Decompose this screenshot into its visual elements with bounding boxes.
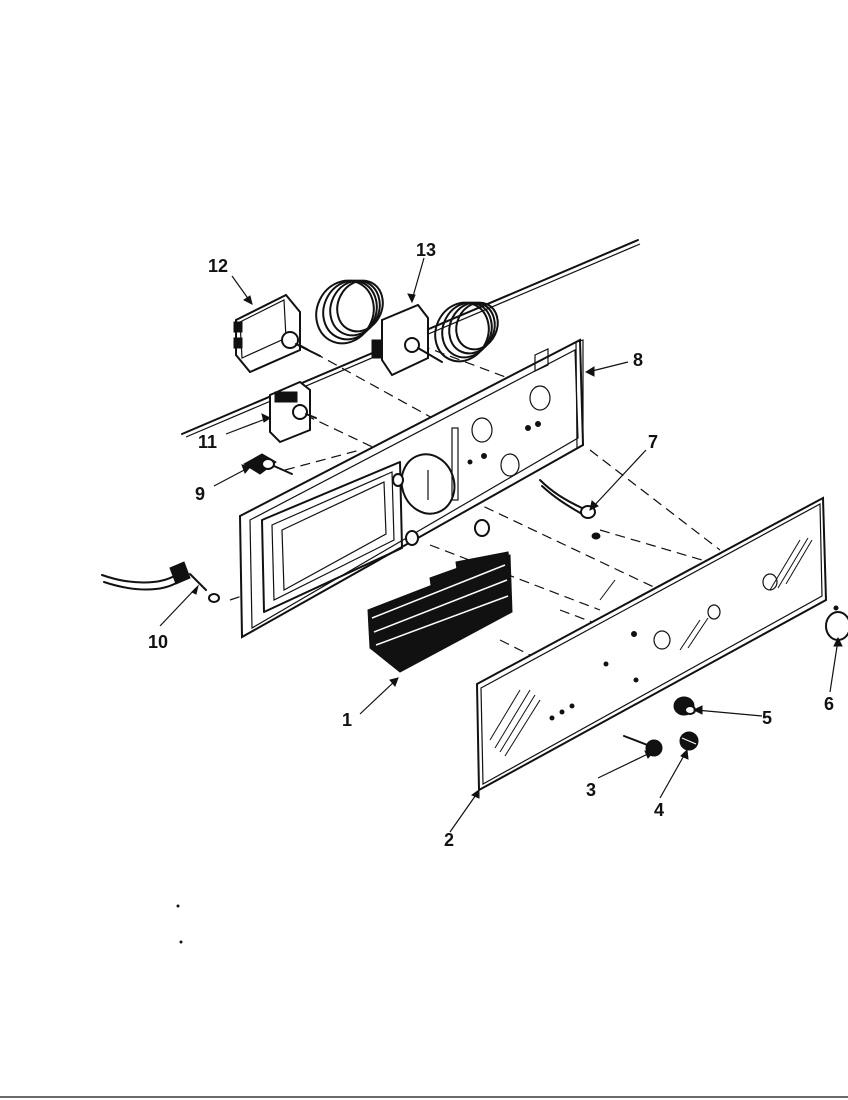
control-panel-part-8: [238, 338, 585, 639]
callout-12: 12: [208, 256, 228, 276]
power-cord-part-10: [101, 561, 220, 603]
callout-8: 8: [633, 350, 643, 370]
knob-part-4: [679, 731, 699, 751]
screw-knob-part-3: [623, 735, 663, 757]
callout-3: 3: [586, 780, 596, 800]
callout-6: 6: [824, 694, 834, 714]
scan-specks: [176, 904, 183, 944]
control-module-part-1: [367, 551, 513, 673]
capillary-coil-13: [434, 301, 499, 363]
knob-part-5: [673, 696, 696, 716]
front-glass-panel-part-2: [475, 496, 828, 792]
callout-7: 7: [648, 432, 658, 452]
knob-part-6: [825, 605, 848, 641]
callout-4: 4: [654, 800, 664, 820]
thermostat-part-12: [233, 279, 384, 374]
callout-9: 9: [195, 484, 205, 504]
panel-grommets: [392, 473, 490, 546]
thermostat-part-13: [371, 301, 499, 377]
callout-13: 13: [416, 240, 436, 260]
callout-11: 11: [198, 432, 217, 452]
capillary-coil-12: [315, 279, 384, 345]
selector-switch-part-11: [269, 380, 317, 444]
leader-lines: [159, 257, 843, 833]
callout-1: 1: [342, 710, 352, 730]
callout-2: 2: [444, 830, 454, 850]
wire-lead-part-7: [539, 479, 601, 540]
callout-5: 5: [762, 708, 772, 728]
callout-10: 10: [148, 632, 168, 652]
light-switch-part-9: [243, 453, 293, 475]
